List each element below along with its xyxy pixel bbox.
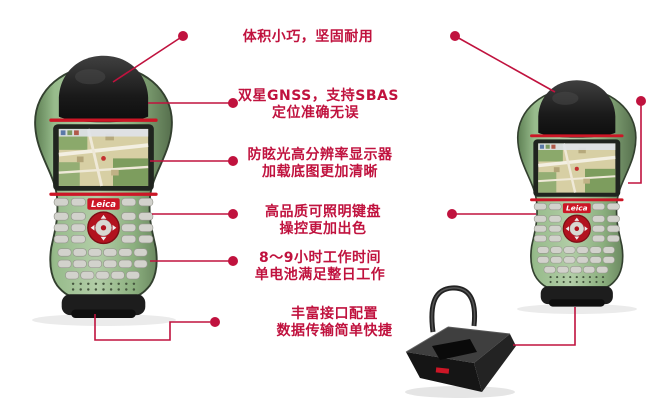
- callout-text-line: 高品质可照明键盘: [265, 204, 381, 220]
- callout-battery-life: 8～9小时工作时间 单电池满足整日工作: [240, 250, 400, 284]
- dot-interfaces: [210, 317, 220, 327]
- callout-text-line: 单电池满足整日工作: [254, 267, 386, 283]
- dot-gnss-right: [636, 96, 646, 106]
- callout-keyboard: 高品质可照明键盘 操控更加出色: [248, 204, 398, 238]
- dot-compact-right: [450, 31, 460, 41]
- dot-display: [228, 156, 238, 166]
- line-interfaces: [94, 314, 210, 341]
- callout-text-line: 体积小巧，坚固耐用: [242, 29, 374, 45]
- shadow-right-device: [517, 304, 637, 314]
- callout-text-line: 双星GNSS，支持SBAS: [238, 88, 399, 104]
- dot-keyboard-right: [447, 209, 457, 219]
- callout-text-line: 定位准确无误: [272, 105, 359, 121]
- callout-text-line: 丰富接口配置: [291, 306, 378, 322]
- callout-dots: [178, 31, 646, 327]
- device-side-view: [516, 78, 638, 309]
- callout-lines: [94, 35, 642, 346]
- device-front-view: [33, 53, 174, 320]
- dock-right-face: [474, 334, 516, 392]
- dock-logo: [435, 367, 450, 374]
- callout-text-line: 防眩光高分辨率显示器: [247, 147, 393, 163]
- dot-gnss-left: [228, 98, 238, 108]
- dot-battery: [228, 256, 238, 266]
- callout-text-line: 数据传输简单快捷: [276, 323, 393, 339]
- line-compact-right: [454, 35, 556, 93]
- docking-cradle: [405, 285, 516, 392]
- line-dock: [513, 307, 576, 346]
- shadow-dock: [405, 386, 515, 398]
- dot-compact-left: [178, 31, 188, 41]
- callout-interfaces: 丰富接口配置 数据传输简单快捷: [262, 306, 407, 340]
- callout-display: 防眩光高分辨率显示器 加载底图更加清晰: [240, 147, 400, 181]
- callout-text-line: 操控更加出色: [279, 221, 367, 237]
- shadow-left-device: [32, 314, 176, 326]
- line-gnss-right: [628, 101, 642, 184]
- callout-text-line: 加载底图更加清晰: [262, 164, 378, 180]
- dot-keyboard-left: [228, 209, 238, 219]
- dock-slot: [432, 339, 477, 360]
- callout-text-line: 8～9小时工作时间: [259, 250, 381, 266]
- callout-gnss-sbas: 双星GNSS，支持SBAS 定位准确无误: [238, 88, 399, 122]
- line-compact-left: [112, 35, 184, 83]
- callout-compact-durable: 体积小巧，坚固耐用: [228, 29, 388, 46]
